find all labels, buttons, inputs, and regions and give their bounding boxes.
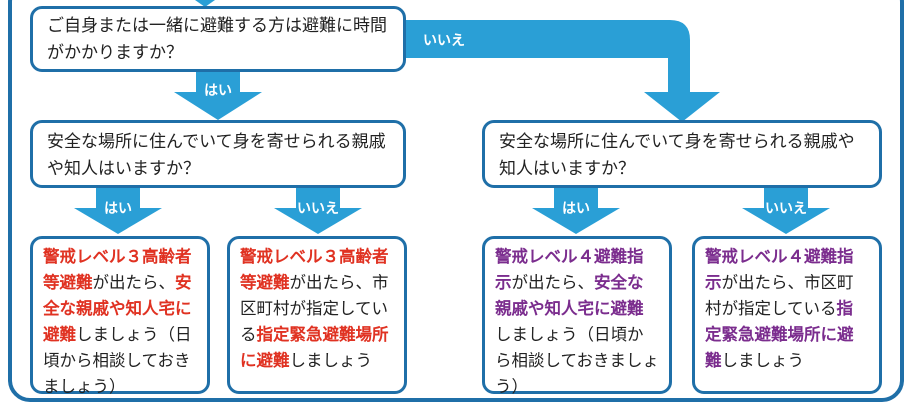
question-evacuation-time: ご自身または一緒に避難する方は避難に時間がかかりますか？	[30, 6, 406, 72]
result4-text-end: しましょう	[721, 351, 805, 370]
result-level4-relatives: 警戒レベル４避難指示が出たら、安全な親戚や知人宅に避難しましょう（日頃から相談し…	[482, 236, 672, 396]
result1-highlight-place: 安全な親戚や知人宅に避難	[43, 273, 192, 344]
outer-frame	[8, 0, 904, 402]
label-q1-yes: はい	[204, 83, 232, 99]
result3-text: が出たら、	[511, 273, 595, 292]
result4-highlight-level: 警戒レベル４避難指示	[705, 247, 854, 292]
label-q2-yes: はい	[104, 201, 132, 217]
result-level3-shelter: 警戒レベル３高齢者等避難が出たら、市区町村が指定している指定緊急避難場所に避難し…	[227, 236, 407, 394]
question-relatives-left: 安全な場所に住んでいて身を寄せられる親戚や知人はいますか？	[30, 120, 406, 188]
label-q2-no: いいえ	[297, 201, 339, 217]
question-relatives-right: 安全な場所に住んでいて身を寄せられる親戚や知人はいますか？	[482, 120, 882, 188]
entry-arrow	[195, 0, 215, 7]
result1-highlight-level: 警戒レベル３高齢者等避難	[43, 247, 192, 292]
result2-text: が出たら、市区町村が指定している	[240, 273, 389, 344]
result2-highlight-level: 警戒レベル３高齢者等避難	[240, 247, 389, 292]
label-q3-yes: はい	[562, 201, 590, 217]
label-q3-no: いいえ	[765, 201, 807, 217]
label-q1-no: いいえ	[423, 33, 465, 49]
arrow-q3-yes	[532, 188, 620, 234]
result-level3-relatives: 警戒レベル３高齢者等避難が出たら、安全な親戚や知人宅に避難しましょう（日頃から相…	[30, 236, 210, 396]
result1-text: が出たら、	[92, 273, 176, 292]
result2-highlight-place: 指定緊急避難場所に避難	[240, 325, 389, 370]
arrow-q1-no	[406, 20, 720, 122]
result4-text: が出たら、市区町村が指定している	[705, 273, 854, 318]
arrow-q1-yes	[174, 72, 262, 120]
result3-text-end: しましょう（日頃から相談しておきましょう）	[495, 325, 660, 396]
arrow-q3-no	[742, 188, 830, 234]
result4-highlight-place: 指定緊急避難場所に避難	[705, 299, 854, 370]
arrow-q2-no	[274, 188, 362, 234]
result2-text-end: しましょう	[289, 351, 373, 370]
result1-text-end: しましょう（日頃から相談しておきましょう）	[43, 325, 192, 396]
result3-highlight-level: 警戒レベル４避難指示	[495, 247, 644, 292]
result3-highlight-place: 安全な親戚や知人宅に避難	[495, 273, 644, 318]
arrow-q2-yes	[74, 188, 162, 234]
result-level4-shelter: 警戒レベル４避難指示が出たら、市区町村が指定している指定緊急避難場所に避難しまし…	[692, 236, 882, 394]
